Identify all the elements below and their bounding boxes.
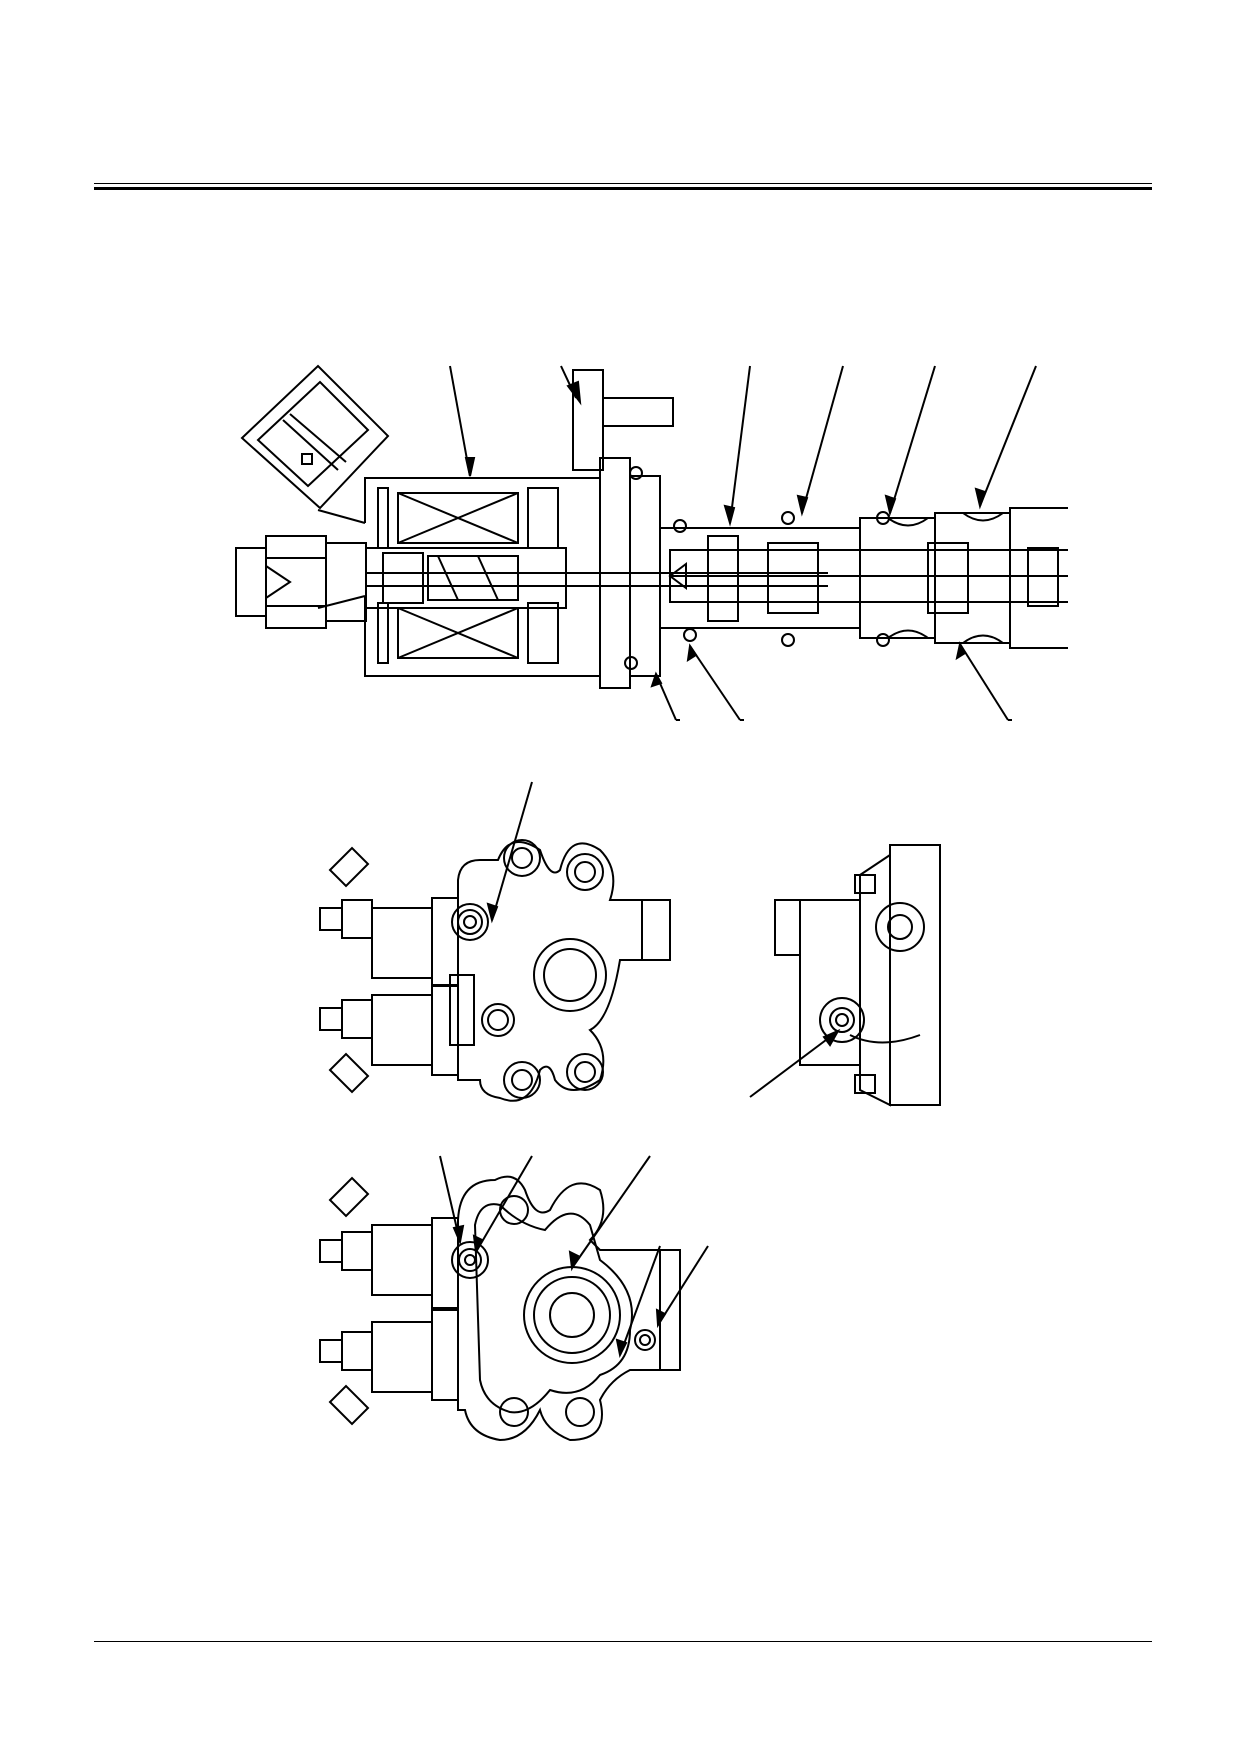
valve-block-side-view	[740, 835, 970, 1125]
left-plug	[235, 535, 367, 629]
rear-body	[451, 1175, 681, 1442]
valve-block-front-view	[300, 780, 690, 1120]
side-body	[774, 844, 941, 1107]
valve-body	[449, 839, 671, 1102]
spool-body	[659, 507, 1068, 649]
footer-rule	[94, 1641, 1152, 1642]
header-rule-thick	[94, 187, 1152, 190]
valve-block-rear-view	[300, 1150, 720, 1450]
solenoid-upper	[319, 846, 459, 987]
solenoid-valve-cross-section	[228, 358, 1068, 748]
leader-lines	[449, 365, 1037, 721]
header-rule-thin	[94, 183, 1152, 184]
coil-housing	[317, 477, 601, 677]
armature-rod	[365, 547, 828, 609]
rear-solenoids	[319, 1176, 459, 1426]
mounting-flange	[572, 369, 674, 689]
connector-housing	[240, 364, 390, 510]
solenoid-lower	[319, 984, 459, 1094]
